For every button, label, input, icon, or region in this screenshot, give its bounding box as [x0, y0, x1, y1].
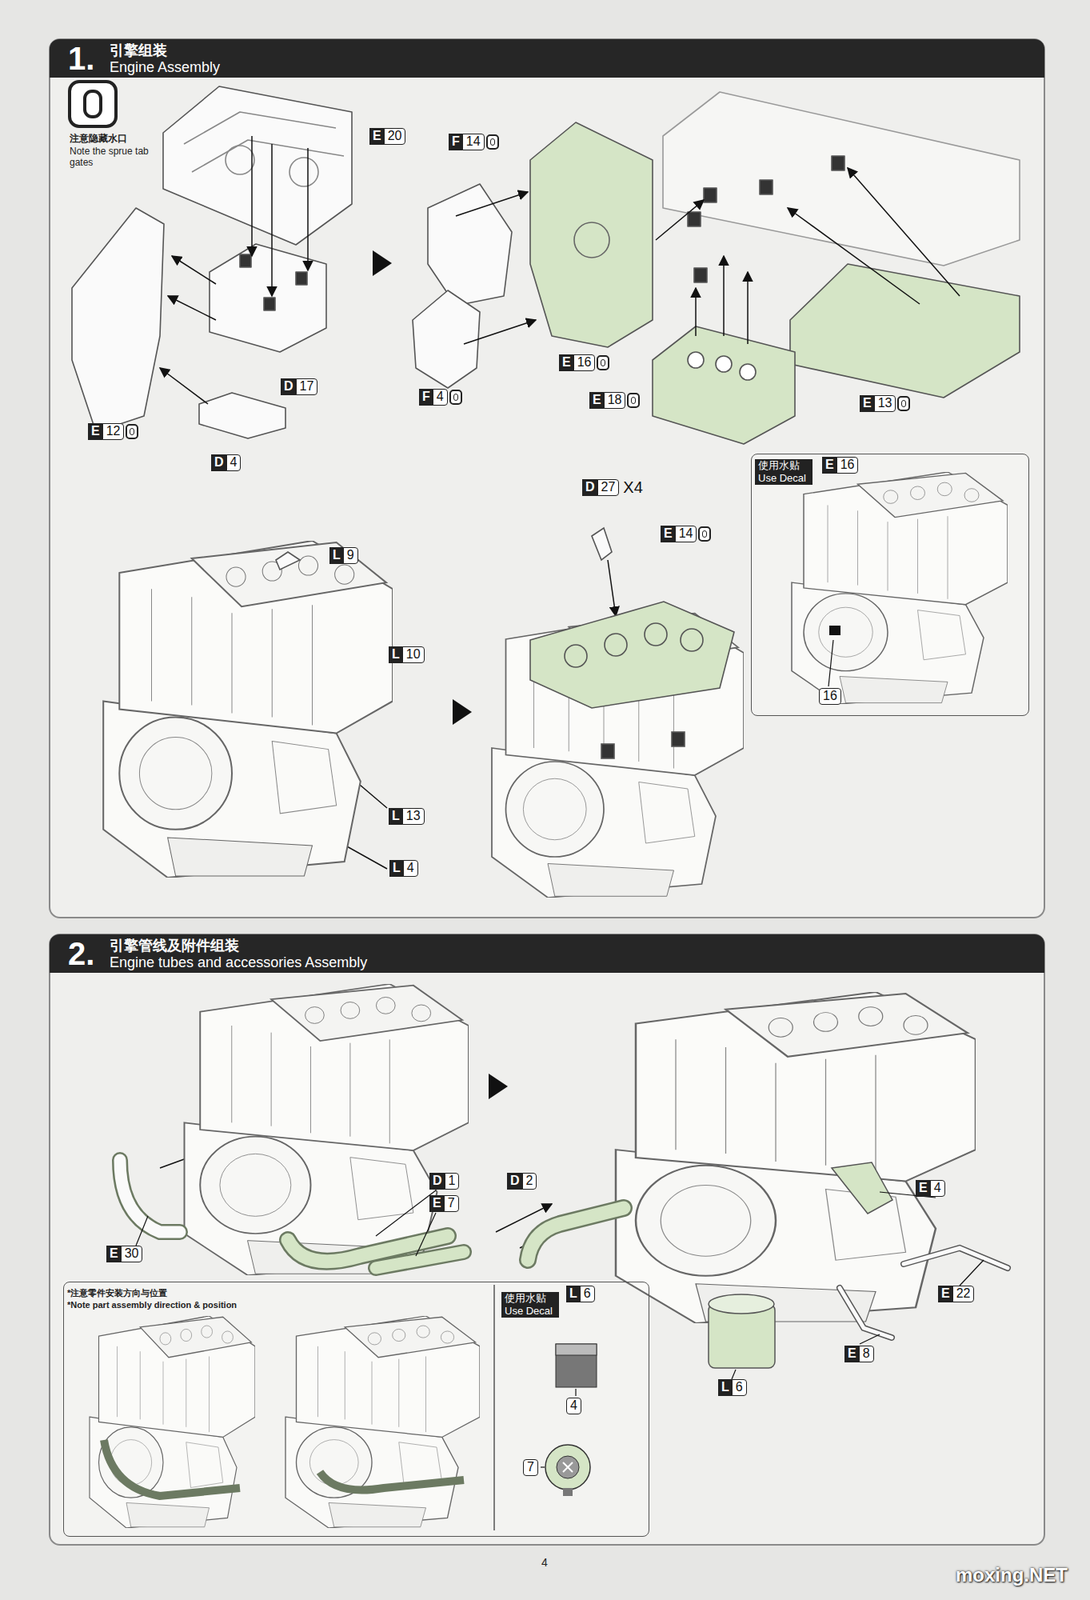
gate-icon	[698, 526, 711, 542]
part-letter: F	[419, 388, 434, 406]
part-number: 27	[597, 479, 620, 496]
step-title: 引擎管线及附件组装	[109, 937, 240, 954]
decal-inset: 使用水贴Use Decal	[750, 453, 1030, 716]
gate-icon	[596, 355, 610, 371]
part-number: 10	[402, 646, 425, 663]
decal-tag: 使用水贴	[501, 1291, 559, 1305]
part-number: 16	[818, 687, 842, 705]
part-letter: E	[369, 127, 385, 145]
part-number: 12	[102, 423, 125, 440]
note-text: Note the sprue tab gates	[69, 145, 158, 168]
part-letter: E	[106, 1245, 122, 1262]
gate-icon-mark	[600, 359, 606, 367]
step-title: 引擎组装	[109, 42, 168, 59]
step-title: Engine tubes and accessories Assembly	[109, 954, 368, 971]
step-number: 2.	[67, 935, 95, 971]
part-number: 16	[836, 456, 859, 474]
part-number: 17	[295, 378, 319, 396]
part-letter: D	[429, 1172, 446, 1190]
part-number: 18	[603, 391, 627, 409]
part-number: 13	[402, 807, 425, 825]
part-number: 8	[858, 1345, 875, 1362]
part-letter: E	[558, 354, 575, 372]
part-letter: E	[87, 423, 104, 440]
note-text: 注意隐藏水口	[69, 132, 128, 145]
part-letter: E	[589, 391, 605, 409]
step-number: 1.	[67, 40, 95, 76]
part-letter: D	[280, 378, 297, 396]
part-letter: L	[388, 646, 404, 663]
gate-icon-mark	[901, 399, 907, 408]
part-number: 9	[343, 546, 359, 564]
gate-icon-mark	[630, 396, 636, 404]
gate-icon-mark	[490, 138, 496, 146]
gate-icon	[449, 389, 463, 405]
part-number: 30	[120, 1245, 144, 1262]
part-number: 20	[383, 127, 407, 145]
part-number: 4	[226, 454, 242, 472]
gate-icon-mark	[702, 530, 707, 538]
part-letter: E	[938, 1285, 954, 1302]
part-number: 7	[443, 1194, 460, 1212]
part-letter: D	[211, 454, 228, 472]
part-letter: E	[844, 1345, 860, 1362]
part-letter: E	[822, 456, 838, 474]
note-text: *注意零件安装方向与位置	[67, 1286, 168, 1298]
gate-icon-mark	[453, 393, 459, 401]
part-letter: E	[429, 1194, 445, 1212]
decal-tag: Use Decal	[501, 1304, 559, 1318]
step-panel: 2. 引擎管线及附件组装Engine tubes and accessories …	[48, 933, 1046, 1546]
gate-icon	[897, 395, 911, 412]
note-text: *Note part assembly direction & position	[67, 1298, 237, 1310]
gate-icon	[125, 423, 139, 440]
gate-icon	[626, 392, 640, 408]
part-letter: E	[915, 1179, 931, 1197]
part-number: 13	[874, 395, 897, 412]
note-box: *注意零件安装方向与位置*Note part assembly directio…	[63, 1281, 650, 1537]
part-number: 4	[930, 1179, 946, 1197]
decal-tag: Use Decal	[754, 471, 813, 485]
part-letter: L	[388, 807, 404, 825]
part-number: 14	[674, 525, 698, 543]
part-letter: D	[582, 479, 599, 496]
quantity: X4	[622, 479, 643, 496]
part-number: 22	[952, 1285, 975, 1302]
part-letter: E	[859, 395, 875, 412]
part-number: 6	[579, 1285, 595, 1302]
part-letter: L	[329, 546, 344, 564]
gate-icon	[486, 134, 500, 150]
part-letter: F	[448, 133, 464, 151]
decal-tag: 使用水贴	[754, 459, 813, 472]
part-number: 6	[731, 1378, 747, 1396]
part-letter: E	[660, 525, 676, 543]
part-letter: L	[566, 1285, 581, 1302]
part-letter: L	[718, 1378, 733, 1396]
watermark: moxing.NET	[955, 1563, 1068, 1586]
part-number: 4	[566, 1397, 582, 1414]
part-letter: D	[507, 1172, 524, 1190]
gate-icon-mark	[129, 427, 135, 436]
part-number: 4	[432, 388, 448, 406]
step-panel: 1. 引擎组装Engine Assembly 使用水贴Use Decal	[48, 38, 1046, 919]
part-number: 14	[462, 133, 485, 151]
part-letter: L	[389, 859, 404, 877]
part-number: 2	[522, 1172, 538, 1190]
part-number: 1	[444, 1172, 460, 1190]
part-number: 7	[523, 1458, 539, 1476]
part-number: 16	[573, 354, 596, 372]
step-title: Engine Assembly	[109, 59, 220, 76]
part-number: 4	[403, 859, 419, 877]
page-number: 4	[541, 1555, 548, 1569]
